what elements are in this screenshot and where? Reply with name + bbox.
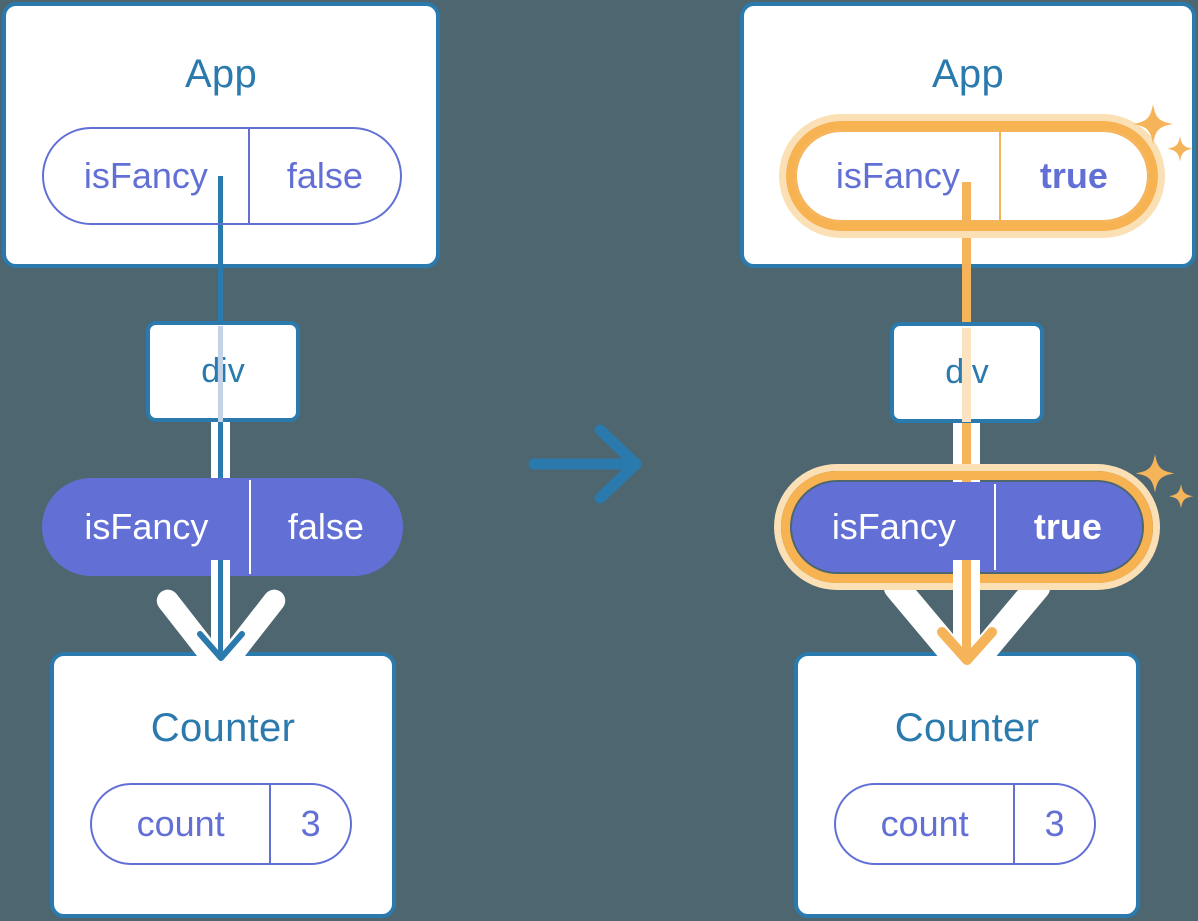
counter-state-value-after: 3 (1013, 785, 1094, 863)
app-state-key-before: isFancy (83, 155, 208, 196)
prop-key-after: isFancy (831, 506, 956, 547)
prop-value-after: true (993, 484, 1140, 570)
app-state-pill-before: isFancy false (42, 127, 402, 225)
right-arrow-icon (528, 424, 642, 504)
connector-prop-to-counter-before (218, 560, 223, 656)
prop-pill-after: isFancy true (792, 482, 1142, 572)
counter-card-title-after: Counter (894, 706, 1040, 750)
prop-value-before: false (248, 480, 401, 574)
div-tag-before: div (146, 321, 300, 422)
app-state-key-after: isFancy (835, 155, 960, 196)
counter-state-pill-before: count 3 (90, 783, 352, 865)
prop-pill-before: isFancy false (42, 478, 403, 576)
app-state-value-before: false (247, 129, 400, 223)
app-state-value-after: true (998, 132, 1147, 220)
connector-app-to-div-before (218, 176, 223, 326)
prop-key-before: isFancy (84, 506, 209, 547)
connector-app-to-div-after (962, 182, 971, 328)
app-state-pill-after: isFancy true (795, 130, 1149, 222)
connector-inside-div-after (962, 328, 971, 422)
connector-inside-div-before (218, 326, 223, 422)
connector-prop-to-counter-after (962, 560, 971, 658)
app-card-title-after: App (931, 52, 1005, 96)
connector-div-to-prop-before (218, 418, 223, 488)
counter-state-key-before: count (136, 803, 225, 844)
counter-state-value-before: 3 (269, 785, 350, 863)
arrowhead-before (197, 631, 245, 661)
connector-div-to-prop-after (962, 418, 971, 488)
counter-card-title-before: Counter (150, 706, 296, 750)
arrowhead-after (937, 627, 997, 665)
sparkle-icon-app-after (1133, 104, 1193, 162)
app-card-title-before: App (184, 52, 258, 96)
counter-state-key-after: count (880, 803, 969, 844)
div-tag-label-before: div (201, 352, 245, 390)
sparkle-icon-prop-after (1135, 454, 1194, 509)
counter-state-pill-after: count 3 (834, 783, 1096, 865)
